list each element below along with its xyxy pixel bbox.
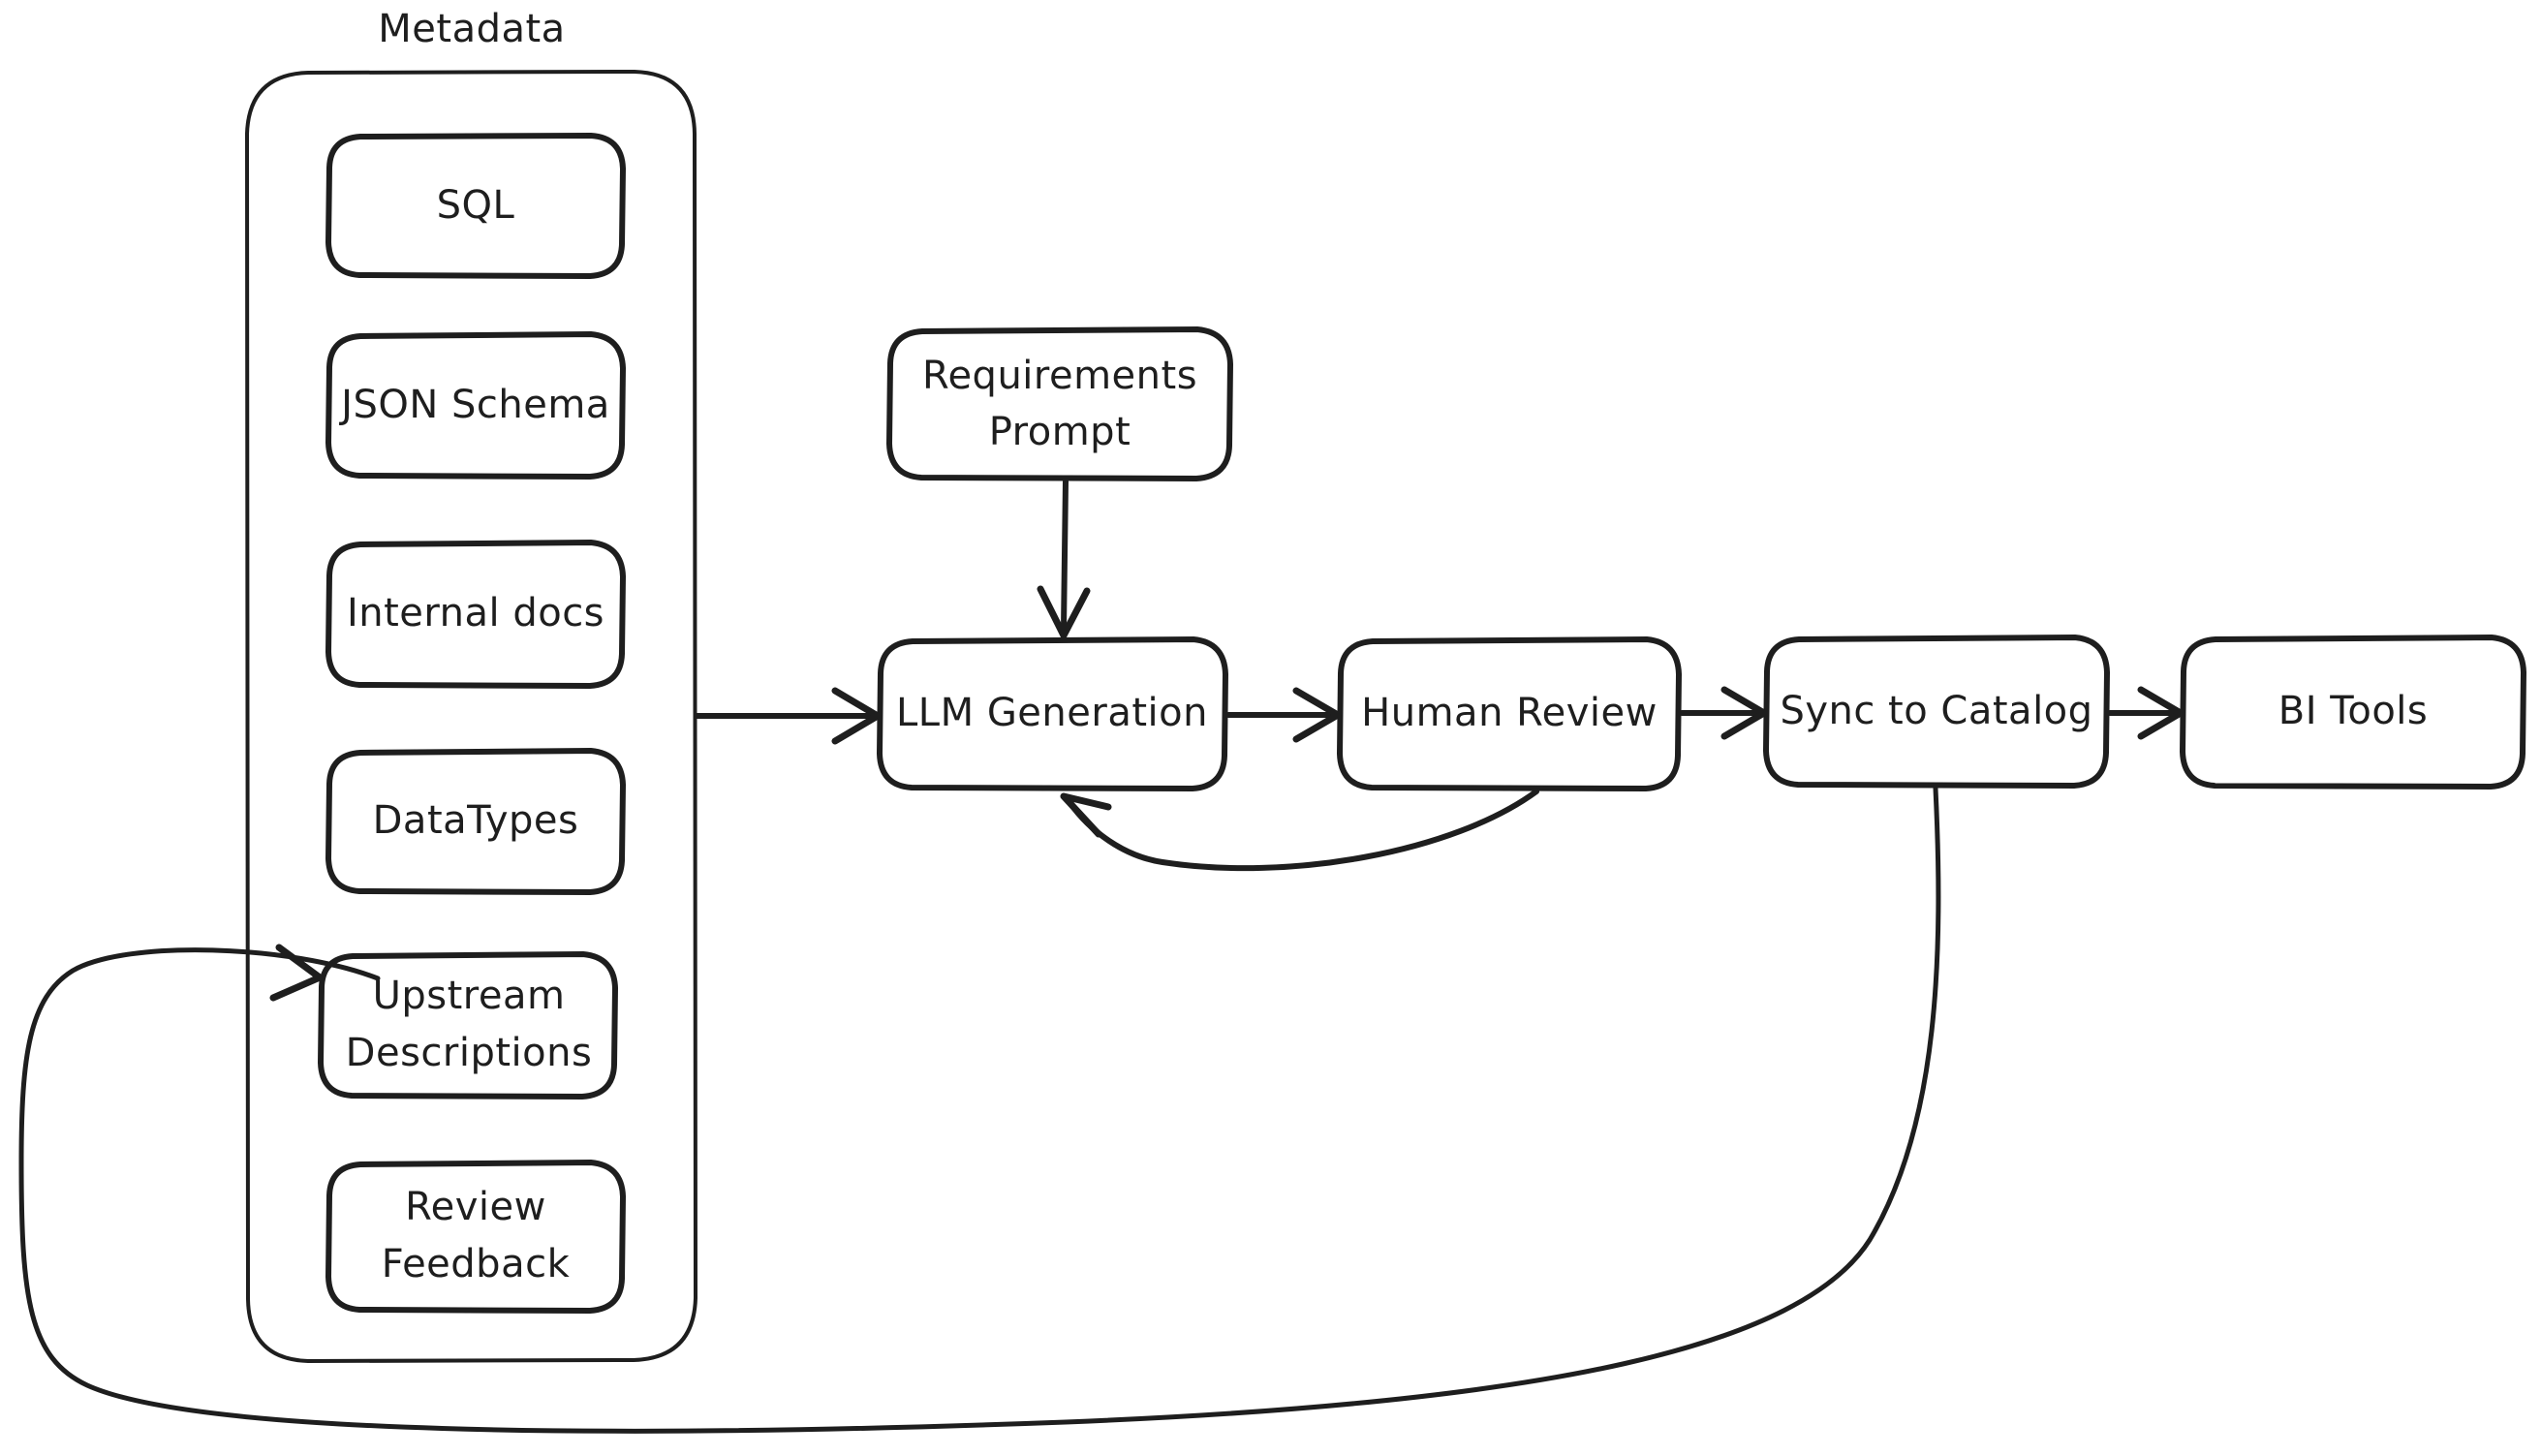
sql-box-outline [325, 133, 626, 279]
review-feedback-label-line1: Review [405, 1185, 546, 1229]
internal-docs-box-outline [325, 540, 626, 689]
metadata-item-upstream-descriptions[interactable]: Upstream Descriptions [318, 951, 618, 1100]
catalog-to-upstream-loop-arrowhead [269, 944, 324, 1002]
metadata-item-json-schema[interactable]: JSON Schema [325, 331, 626, 480]
upstream-descriptions-label-line2: Descriptions [346, 1031, 593, 1075]
llm-generation-label: LLM Generation [896, 691, 1208, 735]
internal-docs-label: Internal docs [347, 591, 604, 635]
catalog-to-upstream-loop-curve [18, 786, 1941, 1434]
metadata-item-internal-docs[interactable]: Internal docs [325, 540, 626, 689]
sync-to-catalog-box-outline [1763, 635, 2110, 789]
llm-generation-box-outline [877, 636, 1228, 791]
json-schema-label: JSON Schema [338, 383, 610, 427]
edge-metadata-to-llm-generation [694, 687, 882, 745]
human-review-box-outline [1337, 636, 1682, 791]
requirements-prompt-label-line2: Prompt [989, 410, 1131, 454]
upstream-descriptions-label-line1: Upstream [373, 974, 566, 1018]
edge-human-review-feedback-loop [1060, 789, 1539, 872]
human-review-to-sync-arrowhead [1720, 686, 1768, 740]
metadata-item-review-feedback[interactable]: Review Feedback [325, 1160, 626, 1314]
sql-label: SQL [437, 183, 515, 228]
review-feedback-box-outline [325, 1160, 626, 1314]
node-human-review[interactable]: Human Review [1337, 636, 1682, 791]
requirements-prompt-label-line1: Requirements [922, 354, 1197, 398]
bi-tools-label: BI Tools [2278, 689, 2429, 733]
json-schema-box-outline [325, 331, 626, 480]
upstream-descriptions-box-outline [318, 951, 618, 1100]
edge-human-review-to-sync-to-catalog [1679, 686, 1768, 740]
human-review-feedback-arrowhead [1060, 792, 1112, 838]
edge-catalog-to-upstream-descriptions-loop [18, 786, 1941, 1434]
requirements-to-llm-line [1061, 479, 1069, 633]
metadata-group-label: Metadata [378, 7, 565, 51]
edge-llm-generation-to-human-review [1225, 687, 1342, 743]
node-bi-tools[interactable]: BI Tools [2180, 635, 2526, 790]
node-llm-generation[interactable]: LLM Generation [877, 636, 1228, 791]
edge-requirements-to-llm-generation [1037, 479, 1091, 639]
requirements-prompt-box-outline [886, 326, 1233, 481]
data-types-box-outline [325, 748, 626, 895]
sync-to-catalog-label: Sync to Catalog [1780, 689, 2092, 733]
sync-to-bi-tools-arrowhead [2137, 686, 2185, 740]
metadata-item-sql[interactable]: SQL [325, 133, 626, 279]
node-sync-to-catalog[interactable]: Sync to Catalog [1763, 635, 2110, 789]
human-review-label: Human Review [1361, 691, 1658, 735]
data-types-label: DataTypes [373, 798, 579, 843]
llm-to-human-review-arrowhead [1292, 687, 1342, 743]
bi-tools-box-outline [2180, 635, 2526, 790]
requirements-to-llm-arrowhead [1037, 585, 1091, 639]
review-feedback-label-line2: Feedback [382, 1242, 571, 1286]
metadata-to-llm-arrowhead [831, 687, 882, 745]
edge-sync-to-catalog-to-bi-tools [2107, 686, 2185, 740]
human-review-feedback-curve [1067, 789, 1539, 872]
node-requirements-prompt[interactable]: Requirements Prompt [886, 326, 1233, 481]
metadata-item-data-types[interactable]: DataTypes [325, 748, 626, 895]
